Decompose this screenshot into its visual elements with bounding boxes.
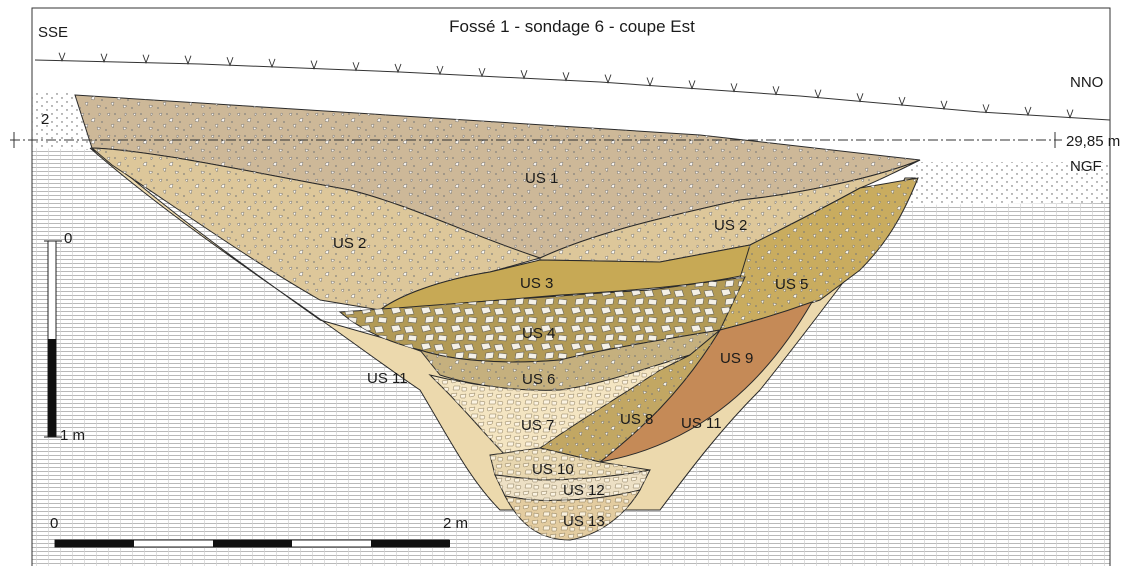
grass-tick — [352, 62, 360, 72]
grass-tick — [856, 93, 864, 103]
us2-right-texture — [540, 160, 920, 262]
grass-tick — [604, 74, 612, 84]
us4-texture — [340, 277, 745, 362]
grass-tick — [1066, 109, 1074, 119]
figure-title: Fossé 1 - sondage 6 - coupe Est — [449, 17, 695, 36]
us10-texture — [490, 448, 650, 480]
grass-tick — [142, 54, 150, 64]
grass-tick — [268, 58, 276, 69]
datum-unit: NGF — [1070, 158, 1102, 175]
us5-texture — [720, 178, 918, 330]
horizontal-scale-end: 2 m — [443, 515, 468, 532]
grass-tick — [730, 83, 738, 93]
label-us13: US 13 — [563, 513, 605, 530]
vertical-scale-black — [48, 339, 56, 437]
label-us6: US 6 — [522, 371, 555, 388]
grass-tick — [898, 96, 906, 107]
label-us5: US 5 — [775, 276, 808, 293]
grass-tick — [310, 60, 318, 70]
figure-frame — [31, 7, 1111, 566]
grass-tick — [58, 52, 66, 62]
label-us3: US 3 — [520, 275, 553, 292]
grass-tick — [478, 67, 486, 78]
label-us9: US 9 — [720, 350, 753, 367]
us1-texture — [75, 95, 920, 258]
grass-tick — [184, 55, 192, 65]
grass-tick — [436, 65, 444, 76]
grass-tick — [520, 70, 528, 80]
label-us1: US 1 — [525, 170, 558, 187]
grass-tick — [814, 89, 822, 99]
grass-tick — [562, 72, 570, 82]
datum-value: 29,85 m — [1066, 133, 1120, 150]
label-us7: US 7 — [521, 417, 554, 434]
vertical-scale-top: 0 — [64, 230, 72, 247]
grass-tick — [646, 77, 654, 87]
grass-tick — [772, 86, 780, 96]
grass-tick — [940, 100, 948, 111]
vertical-scale-bottom: 1 m — [60, 427, 85, 444]
label-us12: US 12 — [563, 482, 605, 499]
orientation-left: SSE — [38, 24, 68, 41]
label-us11-left: US 11 — [367, 370, 408, 387]
us13-texture — [505, 490, 640, 540]
us2-left-texture — [92, 148, 540, 310]
ground-surface — [34, 59, 1111, 121]
label-us4: US 4 — [522, 325, 555, 342]
label-unit-2: 2 — [41, 111, 49, 128]
us7-texture — [430, 355, 690, 460]
grass-tick — [1024, 106, 1032, 117]
grass-tick — [100, 53, 108, 63]
label-us11-right: US 11 — [681, 415, 722, 432]
orientation-right: NNO — [1070, 74, 1103, 91]
grass-tick — [226, 57, 234, 67]
grass-tick — [688, 80, 696, 90]
label-us2-left: US 2 — [333, 235, 366, 252]
us6-texture — [420, 330, 720, 391]
grass-tick — [394, 63, 402, 74]
label-us2-right: US 2 — [714, 217, 747, 234]
grass-tick — [982, 104, 990, 114]
label-us10: US 10 — [532, 461, 574, 478]
grass-marks — [58, 52, 1074, 119]
horizontal-scale-bar — [54, 539, 450, 548]
us12-texture — [495, 470, 650, 501]
horizontal-scale-start: 0 — [50, 515, 58, 532]
label-us8: US 8 — [620, 411, 653, 428]
